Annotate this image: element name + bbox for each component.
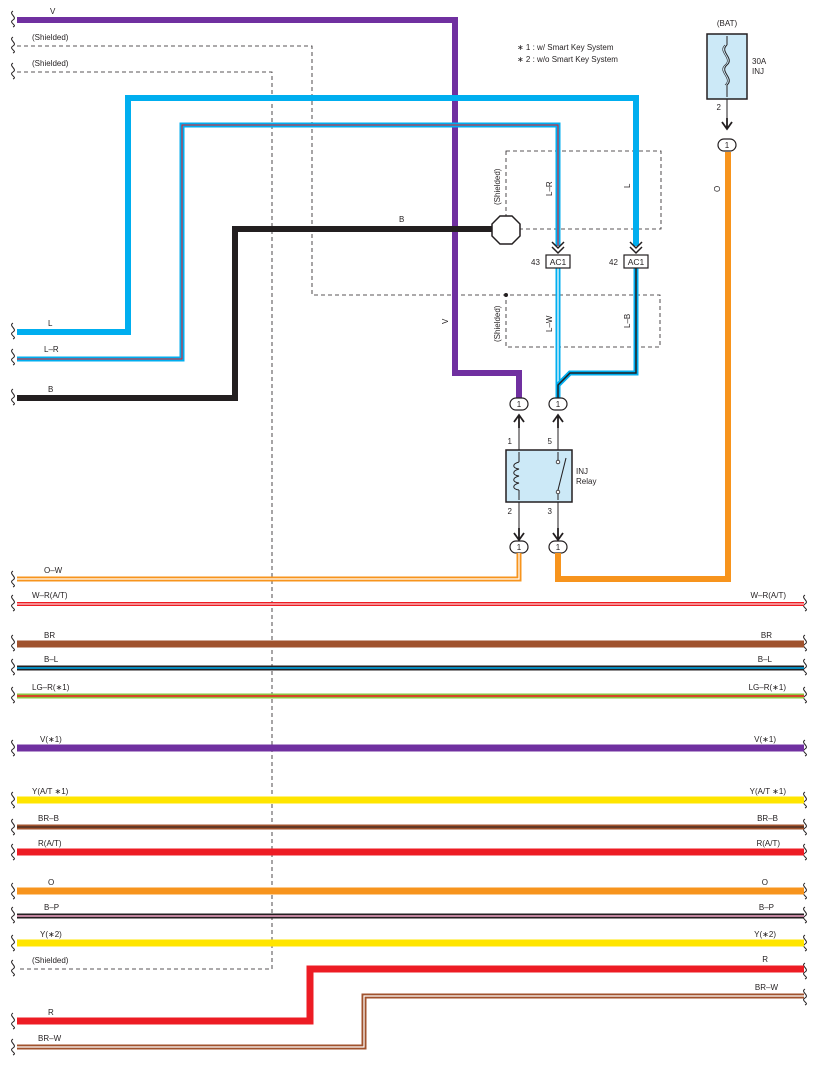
label-brw-right: BR–W [755, 983, 779, 992]
label-v: V [50, 7, 56, 16]
label-o-right: O [762, 878, 768, 887]
terminal-bottom-o: 1 [548, 528, 568, 554]
wire-o [555, 152, 731, 582]
label-yat1: Y(A/T ∗1) [32, 787, 69, 796]
label-lb-rot: L–B [623, 314, 632, 328]
label-lgr: LG–R(∗1) [32, 683, 70, 692]
ground-junction [491, 215, 521, 245]
label-lr-rot: L–R [545, 181, 554, 196]
label-shielded-bottom: (Shielded) [32, 956, 69, 965]
left-wire-breaks [11, 10, 15, 1056]
label-b: B [48, 385, 53, 394]
label-brb: BR–B [38, 814, 59, 823]
label-y2: Y(∗2) [40, 930, 62, 939]
svg-text:5: 5 [548, 437, 553, 446]
label-br-right: BR [761, 631, 772, 640]
label-bl-right: B–L [758, 655, 773, 664]
label-wr-right: W–R(A/T) [750, 591, 786, 600]
label-b-top: B [399, 215, 404, 224]
relay-name: INJ [576, 467, 588, 476]
wire-lr [17, 122, 561, 362]
note-2: ∗ 2 : w/o Smart Key System [517, 55, 618, 64]
wire-l [17, 95, 639, 335]
wire-ow [17, 553, 522, 582]
shield-ground-dot [504, 293, 508, 297]
label-yat1-right: Y(A/T ∗1) [750, 787, 787, 796]
label-l-rot: L [623, 183, 632, 188]
shield-lines [17, 45, 662, 970]
svg-text:1: 1 [508, 437, 513, 446]
label-bl: B–L [44, 655, 59, 664]
wire-b [17, 226, 493, 401]
label-br: BR [44, 631, 55, 640]
ac1-label: AC1 [550, 257, 567, 267]
label-lgr-right: LG–R(∗1) [749, 683, 787, 692]
terminal-bottom-ow: 1 [509, 528, 529, 554]
bus-wires [17, 602, 804, 1050]
svg-text:1: 1 [725, 141, 730, 150]
label-rat: R(A/T) [38, 839, 62, 848]
label-lr: L–R [44, 345, 59, 354]
fuse-rating: 30A [752, 57, 767, 66]
label-o-rot: O [713, 186, 722, 192]
label-wr: W–R(A/T) [32, 591, 68, 600]
label-lw-rot: L–W [545, 315, 554, 332]
label-rat-right: R(A/T) [756, 839, 780, 848]
terminal-top-v: 1 [509, 397, 529, 428]
ac1-label: AC1 [628, 257, 645, 267]
terminal-top-lb: 1 [548, 397, 568, 428]
ac1-pin-42: 42 [609, 258, 618, 267]
label-l: L [48, 319, 53, 328]
relay-name-2: Relay [576, 477, 596, 486]
svg-text:1: 1 [517, 400, 522, 409]
svg-text:1: 1 [556, 400, 561, 409]
wire-r [17, 965, 804, 1025]
svg-text:1: 1 [556, 543, 561, 552]
label-v1: V(∗1) [40, 735, 62, 744]
label-shielded-rot: (Shielded) [493, 168, 502, 205]
label-brb-right: BR–B [757, 814, 778, 823]
label-ow: O–W [44, 566, 63, 575]
label-o: O [48, 878, 54, 887]
wire-v [17, 17, 522, 398]
svg-text:3: 3 [548, 507, 553, 516]
label-r-right: R [762, 955, 768, 964]
fuse-name: INJ [752, 67, 764, 76]
svg-text:2: 2 [508, 507, 513, 516]
label-v-rot: V [441, 318, 450, 324]
labels: V (Shielded) (Shielded) ∗ 1 : w/ Smart K… [32, 7, 786, 1043]
svg-text:1: 1 [517, 543, 522, 552]
note-1: ∗ 1 : w/ Smart Key System [517, 43, 614, 52]
label-brw: BR–W [38, 1034, 62, 1043]
inj-relay: 1 5 2 3 INJ Relay [505, 437, 596, 516]
label-y2-right: Y(∗2) [754, 930, 776, 939]
wire-lb [555, 268, 639, 398]
ac1-connector-43: AC1 43 [531, 241, 571, 269]
label-r: R [48, 1008, 54, 1017]
label-shielded: (Shielded) [32, 33, 69, 42]
fuse-source: (BAT) [717, 19, 738, 28]
fuse-inj: (BAT) 30A INJ 2 1 [706, 19, 767, 152]
fuse-pin: 2 [717, 103, 722, 112]
label-shielded-rot: (Shielded) [493, 305, 502, 342]
label-shielded: (Shielded) [32, 59, 69, 68]
ac1-pin-43: 43 [531, 258, 540, 267]
label-v1-right: V(∗1) [754, 735, 776, 744]
label-bp-right: B–P [759, 903, 774, 912]
label-bp: B–P [44, 903, 59, 912]
rotated-labels: (Shielded) (Shielded) L–R L V L–W L–B O [441, 168, 722, 342]
ac1-connector-42: AC1 42 [609, 241, 649, 269]
